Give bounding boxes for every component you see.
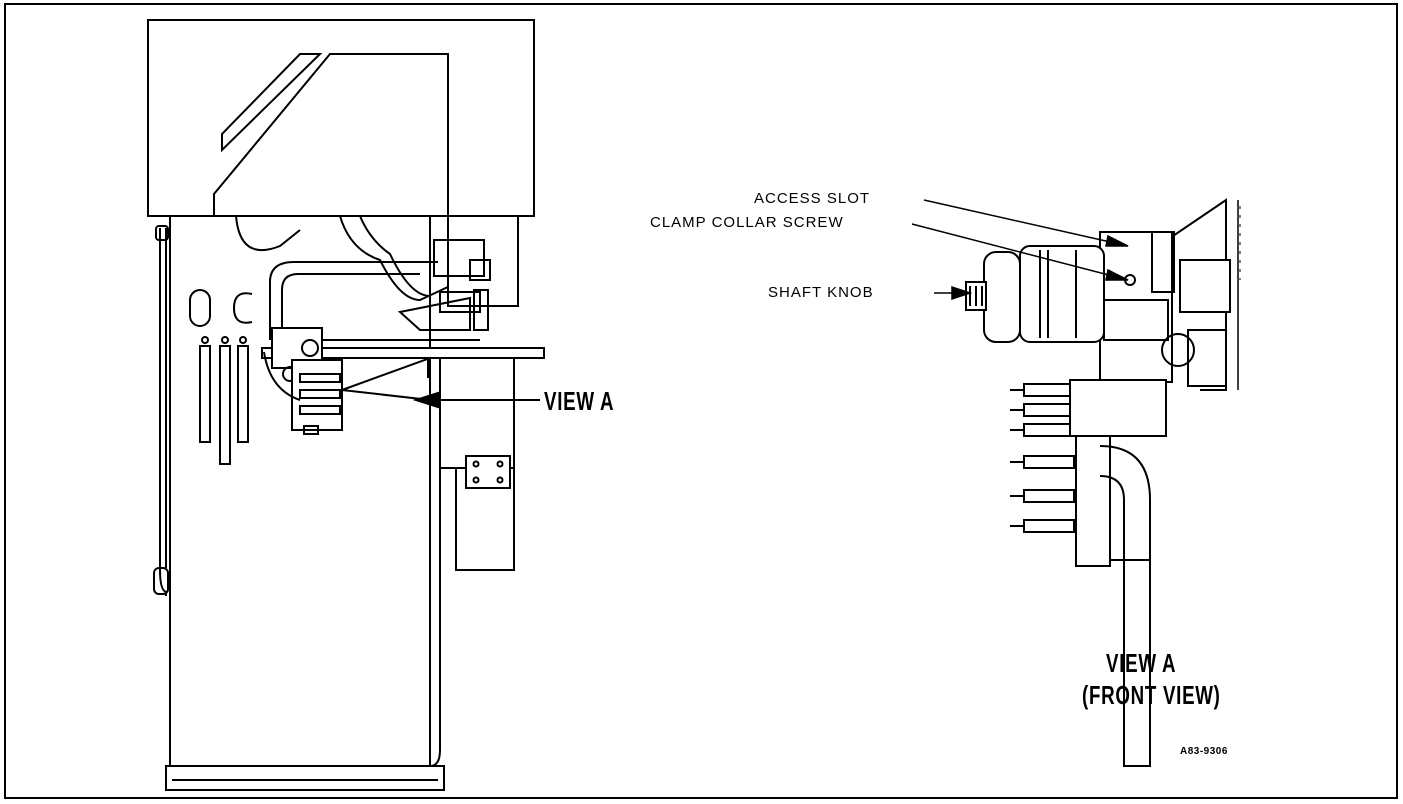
fittings xyxy=(1010,383,1075,533)
bracket-block xyxy=(1099,231,1173,383)
shaft-knob-label: SHAFT KNOB xyxy=(768,284,874,301)
oc-logo-c xyxy=(232,292,253,324)
slot xyxy=(237,345,249,443)
machine-hood xyxy=(147,19,535,217)
head-assembly xyxy=(263,327,343,435)
leader-lines xyxy=(911,199,1129,301)
elbow-pipe xyxy=(1099,445,1151,767)
view-a-subtitle: (FRONT VIEW) xyxy=(1082,680,1221,710)
cylinder xyxy=(965,245,1105,343)
view-a-pointer-label: VIEW A xyxy=(544,386,615,416)
view-a-title: VIEW A xyxy=(1106,648,1177,678)
side-pipe xyxy=(159,228,167,596)
clamp-collar-screw-label: CLAMP COLLAR SCREW xyxy=(650,214,844,231)
drawing-frame xyxy=(4,3,1398,799)
machine-column xyxy=(169,215,431,767)
view-a-arrow xyxy=(412,391,540,409)
machine-table xyxy=(261,347,545,359)
hinge xyxy=(465,455,511,489)
access-slot-label: ACCESS SLOT xyxy=(754,190,871,207)
hood-window xyxy=(221,53,323,153)
lower-block xyxy=(1069,379,1167,437)
machine-base xyxy=(165,765,445,791)
machine-side-view xyxy=(147,19,545,791)
oc-logo-o xyxy=(189,289,211,327)
view-a-front-view xyxy=(965,198,1241,767)
side-cover xyxy=(439,357,515,469)
slot xyxy=(199,345,211,443)
slot xyxy=(219,345,231,465)
figure-id: A83-9306 xyxy=(1180,746,1228,757)
